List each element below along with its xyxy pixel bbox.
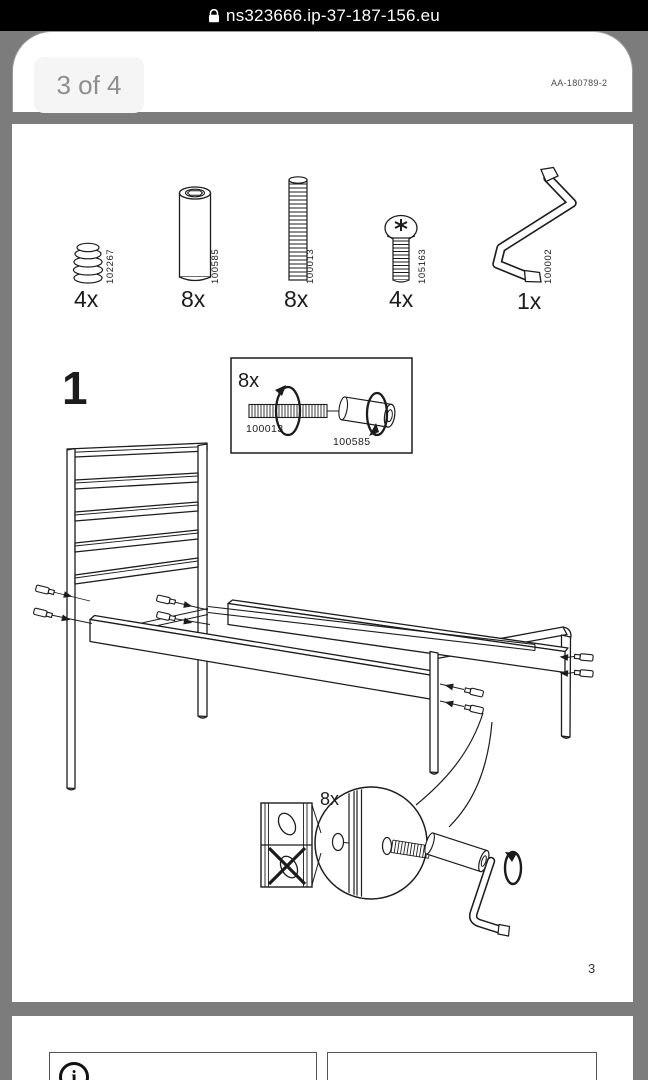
page-number: 3 [588, 961, 595, 976]
callout-sleeve-number: 100585 [333, 436, 370, 448]
part-qty: 4x [74, 286, 99, 312]
document-code: AA-180789-2 [551, 78, 608, 88]
step-number: 1 [62, 362, 88, 414]
orientation-guide-box [260, 802, 322, 888]
detail-qty: 8x [320, 789, 339, 809]
hardware-callout-box [230, 357, 413, 454]
address-bar[interactable]: ns323666.ip-37-187-156.eu [0, 0, 648, 31]
next-page-preview: i [12, 1016, 633, 1080]
part-bolt-100013 [288, 176, 308, 281]
part-qty: 4x [389, 286, 414, 312]
part-qty: 8x [181, 286, 206, 312]
part-qty: 8x [284, 286, 309, 312]
bolt-indicators [32, 584, 594, 715]
joint-detail-circle [314, 786, 523, 937]
part-number: 100002 [543, 249, 554, 284]
part-number: 100013 [305, 249, 316, 284]
part-number: 102267 [105, 249, 116, 284]
page-indicator-badge: 3 of 4 [34, 57, 144, 113]
assembly-illustration: 102267 4x 100585 8x 100013 8x [32, 166, 595, 976]
manual-page: 102267 4x 100585 8x 100013 8x [12, 124, 633, 1002]
part-number: 105163 [417, 249, 428, 284]
warning-box-right [327, 1052, 597, 1080]
part-screw-105163 [384, 214, 418, 283]
part-allen-key-100002 [492, 166, 577, 283]
part-qty: 1x [517, 288, 542, 314]
bed-frame-drawing [66, 442, 572, 791]
callout-qty: 8x [238, 370, 259, 392]
part-sleeve-100585 [178, 186, 212, 282]
info-icon: i [59, 1062, 89, 1080]
detail-leader-line [415, 712, 484, 806]
part-number: 100585 [210, 249, 221, 284]
lock-icon [209, 8, 220, 22]
callout-bolt-number: 100013 [246, 423, 283, 435]
detail-leader-line [448, 721, 493, 828]
viewer-header: 3 of 4 AA-180789-2 [12, 31, 633, 113]
part-plug-102267 [72, 242, 104, 284]
warning-box-left: i [49, 1052, 317, 1080]
url-text[interactable]: ns323666.ip-37-187-156.eu [226, 5, 440, 25]
